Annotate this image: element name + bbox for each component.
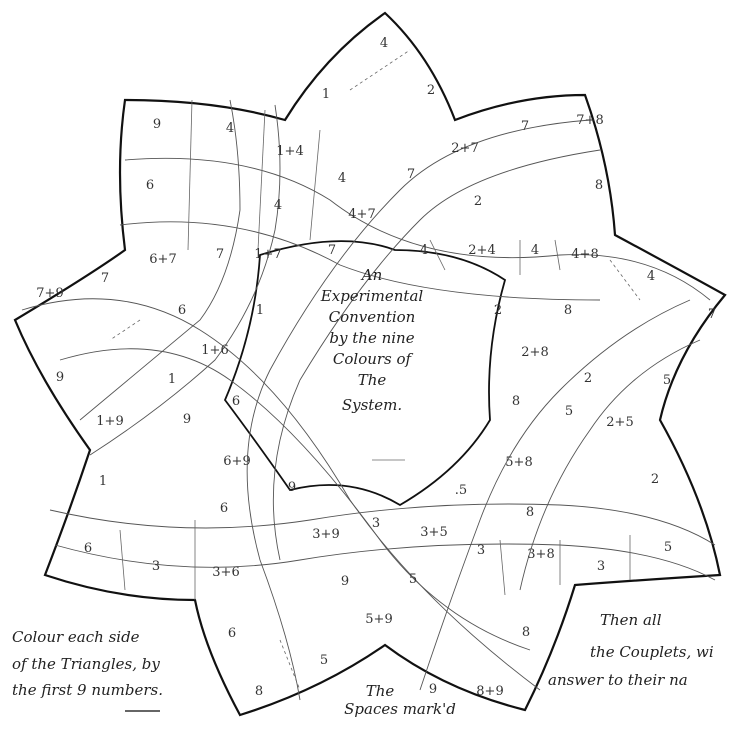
cell-label: 3+9 — [312, 527, 339, 542]
cell-label: 4 — [647, 269, 655, 284]
left-note-line: of the Triangles, by — [12, 655, 160, 673]
left-note-line: Colour each side — [12, 628, 140, 646]
cell-label: 7+8 — [576, 113, 603, 128]
cell-label: 6 — [228, 626, 236, 641]
cell-label: 1 — [99, 474, 107, 489]
cell-label: 7 — [328, 243, 336, 258]
cell-label: 7 — [101, 271, 109, 286]
cell-label: 3+5 — [420, 525, 447, 540]
cell-label: 1+9 — [96, 414, 123, 429]
cell-label: 8 — [512, 394, 520, 409]
cell-label: 5+9 — [365, 612, 392, 627]
cell-label: 7 — [708, 307, 716, 322]
center-text-line: by the nine — [329, 329, 414, 347]
cell-label: 4 — [531, 243, 539, 258]
cell-label: 2 — [584, 371, 592, 386]
cell-label: 5 — [409, 572, 417, 587]
cell-label: 1+7 — [254, 247, 281, 262]
center-text-line: Convention — [329, 308, 416, 326]
cell-label: 1 — [322, 87, 330, 102]
center-text-line: An — [360, 266, 383, 284]
cell-label: 5 — [565, 404, 573, 419]
cell-label: 6 — [232, 394, 240, 409]
cell-label: 6 — [178, 303, 186, 318]
cell-label: 3 — [152, 559, 160, 574]
cell-label: 4 — [274, 198, 282, 213]
left-note-line: the first 9 numbers. — [12, 681, 163, 699]
cell-label: 1+4 — [276, 144, 303, 159]
cell-label: .5 — [455, 483, 467, 498]
cell-label: 9 — [153, 117, 161, 132]
cell-label: 5 — [664, 540, 672, 555]
center-text-line: Colours of — [333, 350, 414, 368]
cell-label: 4+7 — [348, 207, 375, 222]
cell-label: 7+9 — [36, 286, 63, 301]
cell-label: 9 — [288, 480, 296, 495]
center-text-line: System. — [342, 396, 402, 414]
cell-label: 7 — [521, 119, 529, 134]
cell-label: 5 — [320, 653, 328, 668]
right-note: Then all the Couplets, wi answer to their … — [548, 611, 714, 689]
cell-label: 6 — [146, 178, 154, 193]
right-note-line: the Couplets, wi — [590, 643, 714, 661]
right-note-line: Then all — [600, 611, 662, 629]
cell-label: 4+8 — [571, 247, 598, 262]
cell-label: 1 — [168, 372, 176, 387]
cell-dividers — [110, 50, 640, 690]
cell-label: 6+9 — [223, 454, 250, 469]
cell-label: 7 — [407, 167, 415, 182]
bottom-note-line: Spaces mark'd — [344, 700, 456, 718]
cell-label: 8 — [522, 625, 530, 640]
cell-label: 4 — [380, 36, 388, 51]
cell-label: 2+8 — [521, 345, 548, 360]
cell-label: 6 — [220, 501, 228, 516]
cell-label: 3 — [597, 559, 605, 574]
cell-label: 8 — [255, 684, 263, 699]
cell-label: 8 — [595, 178, 603, 193]
cell-label: 8 — [526, 505, 534, 520]
cell-label: 9 — [183, 412, 191, 427]
cell-label: 1+6 — [201, 343, 228, 358]
left-note: Colour each side of the Triangles, by the … — [12, 628, 163, 699]
cell-label: 5+8 — [505, 455, 532, 470]
cell-label: 2 — [474, 194, 482, 209]
cell-label: 7 — [216, 247, 224, 262]
cell-label: 1 — [256, 303, 264, 318]
center-text-line: The — [358, 371, 387, 389]
center-text-line: Experimental — [320, 287, 424, 305]
cell-label: 4 — [226, 121, 234, 136]
cell-label: 2+4 — [468, 243, 495, 258]
cell-label: 3+6 — [212, 565, 239, 580]
cell-label: 3 — [477, 543, 485, 558]
cell-label: 2+7 — [451, 141, 478, 156]
cell-label: 2 — [427, 83, 435, 98]
cell-label: 2 — [494, 303, 502, 318]
cell-label: 8+9 — [476, 684, 503, 699]
cell-label: 2+5 — [606, 415, 633, 430]
cell-label: 5 — [663, 373, 671, 388]
cell-label: 3+8 — [527, 547, 554, 562]
cell-label: 6 — [84, 541, 92, 556]
cell-label: 4 — [420, 243, 428, 258]
right-note-line: answer to their na — [548, 671, 688, 689]
cell-label: 9 — [429, 682, 437, 697]
cell-label: 9 — [56, 370, 64, 385]
cell-label: 9 — [341, 574, 349, 589]
cell-label: 8 — [564, 303, 572, 318]
cell-label: 4 — [338, 171, 346, 186]
bottom-note-line: The — [366, 682, 395, 700]
cell-label: 2 — [651, 472, 659, 487]
cell-label: 6+7 — [149, 252, 176, 267]
cell-label: 3 — [372, 516, 380, 531]
